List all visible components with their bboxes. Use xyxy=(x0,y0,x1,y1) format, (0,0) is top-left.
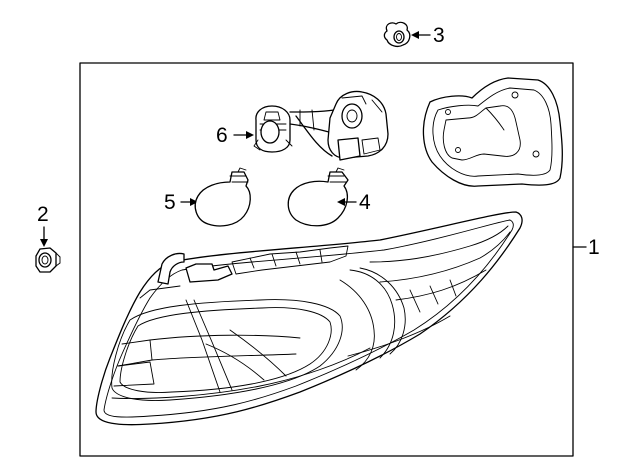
leader-arrow-2 xyxy=(40,226,48,247)
callout-1: 1 xyxy=(588,236,600,259)
part-4-bulb xyxy=(287,167,349,227)
callout-5: 5 xyxy=(164,191,176,214)
tail-lamp-housing xyxy=(95,211,523,426)
leader-arrow-4 xyxy=(337,198,357,206)
part-6-bulb-socket-harness xyxy=(253,90,389,161)
callout-4: 4 xyxy=(359,191,371,214)
part-5-bulb xyxy=(194,167,251,227)
callout-6: 6 xyxy=(216,124,228,147)
assembly-frame xyxy=(79,62,574,457)
callout-3: 3 xyxy=(433,24,445,47)
leader-arrow-5 xyxy=(180,198,198,206)
leader-arrow-6 xyxy=(233,131,254,139)
part-2-hex-nut xyxy=(35,247,61,273)
leader-arrow-3 xyxy=(411,31,431,39)
lamp-gasket xyxy=(422,77,563,187)
part-3-clip-nut xyxy=(383,21,411,47)
callout-2: 2 xyxy=(37,203,49,226)
